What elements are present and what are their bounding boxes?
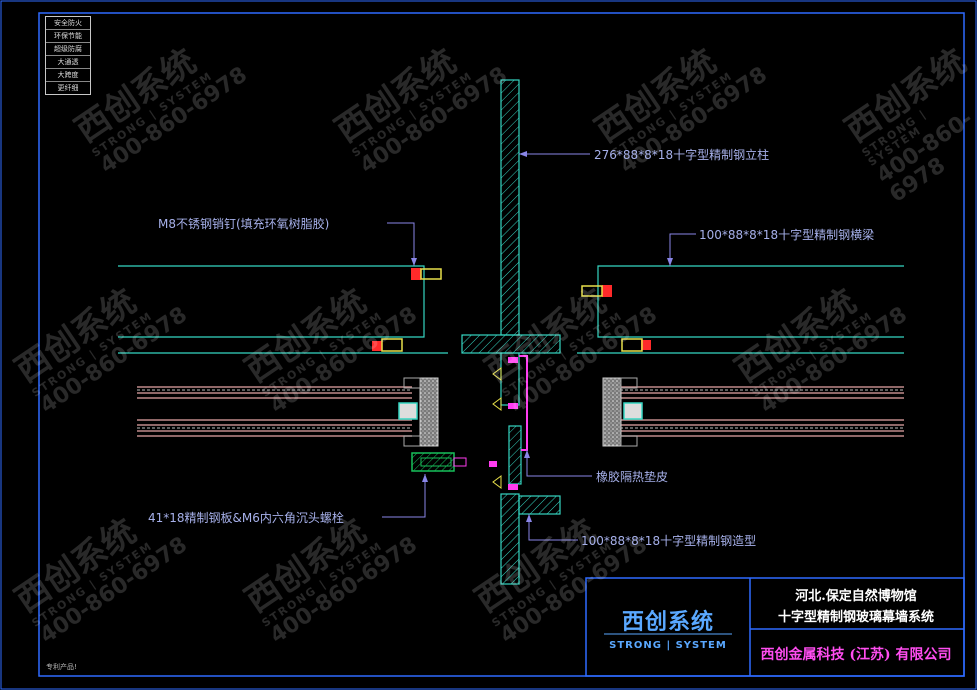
right-beam (577, 265, 904, 354)
legend-item: 超级防腐 (46, 43, 90, 56)
project-title: 河北.保定自然博物馆 (795, 589, 917, 604)
leader-arrows (411, 151, 673, 522)
inner-frame (38, 12, 965, 677)
rubber-gasket (489, 355, 528, 490)
company-name: 西创金属科技 (江苏) 有限公司 (760, 647, 952, 663)
patent-note: 专利产品! (46, 663, 77, 671)
callout-beam: 100*88*8*18十字型精制钢横梁 (699, 228, 875, 242)
leader-lines (382, 153, 696, 541)
legend-item: 环保节能 (46, 30, 90, 43)
callout-plate: 41*18精制钢板&M6内六角沉头螺栓 (148, 511, 344, 525)
steel-plate-bolt (411, 452, 467, 472)
left-beam (118, 265, 448, 354)
legend-item: 大通透 (46, 56, 90, 69)
title-block (585, 577, 965, 677)
brand-subtitle: STRONG | SYSTEM (609, 640, 727, 651)
legend-item: 安全防火 (46, 17, 90, 30)
legend-item: 更纤细 (57, 84, 79, 92)
steel-column (461, 79, 561, 485)
callout-pin: M8不锈钢销钉(填充环氧树脂胶) (158, 217, 330, 231)
callout-profile: 100*88*8*18十字型精制钢造型 (581, 534, 757, 548)
callout-gasket: 橡胶隔热垫皮 (596, 470, 669, 484)
feature-legend: 安全防火 环保节能 超级防腐 大通透 大跨度 更纤细 (45, 16, 91, 95)
left-glass-unit (137, 377, 439, 447)
brand-logo: 西创系统 (621, 610, 714, 635)
callout-column: 276*88*8*18十字型精制钢立柱 (594, 148, 770, 162)
system-title: 十字型精制钢玻璃幕墙系统 (777, 610, 934, 625)
steel-profile (500, 493, 561, 585)
right-glass-unit (602, 377, 904, 447)
legend-item: 大跨度 (46, 69, 90, 82)
